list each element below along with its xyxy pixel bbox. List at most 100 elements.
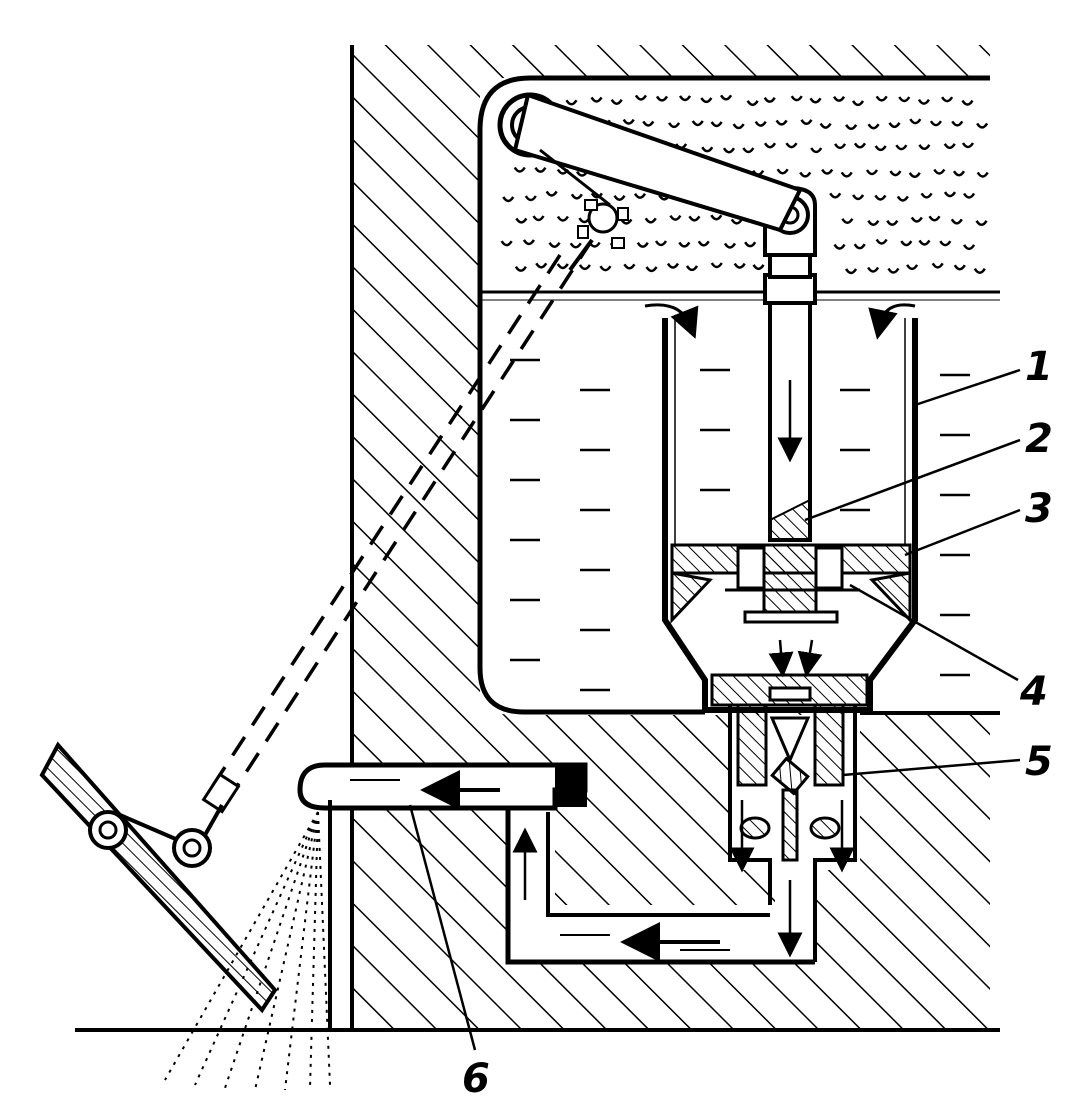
foam-bubble bbox=[939, 240, 952, 247]
liquid-dashes bbox=[510, 358, 970, 692]
foam-bubble bbox=[895, 144, 908, 151]
foam-bubble bbox=[746, 100, 759, 107]
foam-bubble bbox=[556, 215, 569, 222]
pump-cylinder bbox=[662, 318, 918, 713]
callout-6: 6 bbox=[462, 1056, 490, 1102]
foam-bubble bbox=[800, 119, 813, 126]
spray-line bbox=[224, 811, 319, 1089]
foam-bubble bbox=[719, 94, 733, 101]
foam-bubble bbox=[710, 262, 723, 269]
foam-bubble bbox=[634, 94, 648, 101]
foam-bubble bbox=[613, 194, 626, 201]
foam-bubble bbox=[754, 120, 767, 127]
foam-bubble bbox=[896, 195, 909, 202]
foam-bubble bbox=[590, 96, 603, 103]
foam-bubble bbox=[909, 118, 922, 125]
spray-line bbox=[164, 811, 319, 1081]
foam-bubble bbox=[951, 120, 964, 127]
foam-bubble bbox=[515, 217, 528, 224]
callout-2: 2 bbox=[1025, 416, 1053, 462]
spray-jet bbox=[164, 811, 331, 1091]
foam-bubble bbox=[790, 95, 803, 102]
callout-5: 5 bbox=[1025, 739, 1053, 785]
foam-bubble bbox=[732, 123, 745, 130]
leader-3 bbox=[904, 508, 1021, 557]
foam-bubble bbox=[888, 122, 901, 129]
foam-bubble bbox=[590, 192, 603, 199]
foam-bubble bbox=[730, 218, 743, 225]
foam-bubble bbox=[666, 262, 680, 269]
foam-bubble bbox=[622, 118, 635, 125]
callout-3: 3 bbox=[1025, 486, 1053, 532]
foam-bubble bbox=[875, 95, 888, 102]
foam-bubble bbox=[744, 241, 757, 248]
foam-bubble bbox=[545, 190, 558, 197]
foam-bubble bbox=[742, 147, 755, 154]
foam-bubble bbox=[961, 99, 974, 106]
foam-bubble bbox=[865, 169, 879, 176]
foam-bubble bbox=[654, 240, 668, 247]
foam-bubble bbox=[623, 263, 636, 270]
pedal-link-dashed bbox=[208, 239, 594, 801]
foam-bubble bbox=[943, 191, 957, 198]
foam-bubble bbox=[535, 262, 548, 269]
foam-bubble bbox=[952, 170, 966, 177]
foam-bubble bbox=[636, 241, 649, 248]
valve-disc bbox=[743, 610, 839, 678]
foam-bubble bbox=[874, 145, 887, 152]
foam-bubble bbox=[833, 143, 847, 150]
check-valve bbox=[710, 673, 869, 962]
inlet-arrows bbox=[644, 303, 916, 340]
foam-bubble bbox=[522, 239, 535, 246]
foam-bubble bbox=[973, 267, 986, 274]
foam-bubble bbox=[678, 95, 692, 102]
lever-linkage bbox=[497, 92, 803, 249]
foam-bubble bbox=[565, 99, 578, 106]
foam-bubble bbox=[645, 266, 658, 273]
leader-6 bbox=[408, 804, 477, 1051]
foam-bubble bbox=[701, 146, 714, 153]
foam-bubble bbox=[918, 144, 931, 151]
foam-bubble bbox=[799, 171, 812, 178]
foam-bubble bbox=[548, 242, 561, 248]
foam-bubble bbox=[524, 195, 537, 202]
foam-bubble bbox=[898, 96, 911, 103]
foam-bubble bbox=[975, 220, 988, 227]
foam-bubble bbox=[578, 264, 591, 271]
leader-5 bbox=[842, 758, 1021, 777]
foam-bubble bbox=[929, 120, 943, 127]
foam-bubble bbox=[976, 122, 989, 129]
leader-1 bbox=[914, 368, 1021, 407]
foam-bubble bbox=[733, 262, 746, 269]
foam-bubble bbox=[840, 171, 853, 178]
foam-bubble bbox=[833, 243, 846, 250]
foam-bubble bbox=[917, 98, 930, 105]
foam-bubble bbox=[906, 264, 919, 271]
foam-bubble bbox=[514, 265, 527, 272]
cross-pivot bbox=[577, 199, 629, 249]
foam-bubble bbox=[821, 168, 834, 175]
foam-bubble bbox=[931, 262, 944, 269]
foam-bubble bbox=[599, 265, 612, 272]
foam-bubble bbox=[691, 120, 704, 127]
foam-bubble bbox=[570, 193, 583, 200]
callout-labels: 1 2 3 4 5 6 bbox=[462, 344, 1053, 1102]
foam-bubble bbox=[853, 243, 866, 250]
foam-bubble bbox=[976, 171, 989, 178]
foam-bubble bbox=[852, 194, 865, 201]
piston bbox=[670, 543, 912, 624]
foam-bubble bbox=[853, 142, 867, 149]
foam-bubble bbox=[900, 240, 913, 247]
foam-bubble bbox=[887, 267, 900, 274]
foam-bubble bbox=[500, 240, 513, 247]
foam-bubble bbox=[775, 119, 788, 126]
foam-bubble bbox=[841, 218, 854, 224]
leader-4 bbox=[849, 583, 1019, 682]
foam-bubble bbox=[809, 97, 822, 104]
foam-bubble bbox=[953, 264, 966, 271]
spray-line bbox=[254, 811, 319, 1091]
foam-bubble bbox=[513, 166, 526, 173]
foam-bubble bbox=[845, 124, 858, 131]
foam-bubble bbox=[933, 168, 946, 175]
